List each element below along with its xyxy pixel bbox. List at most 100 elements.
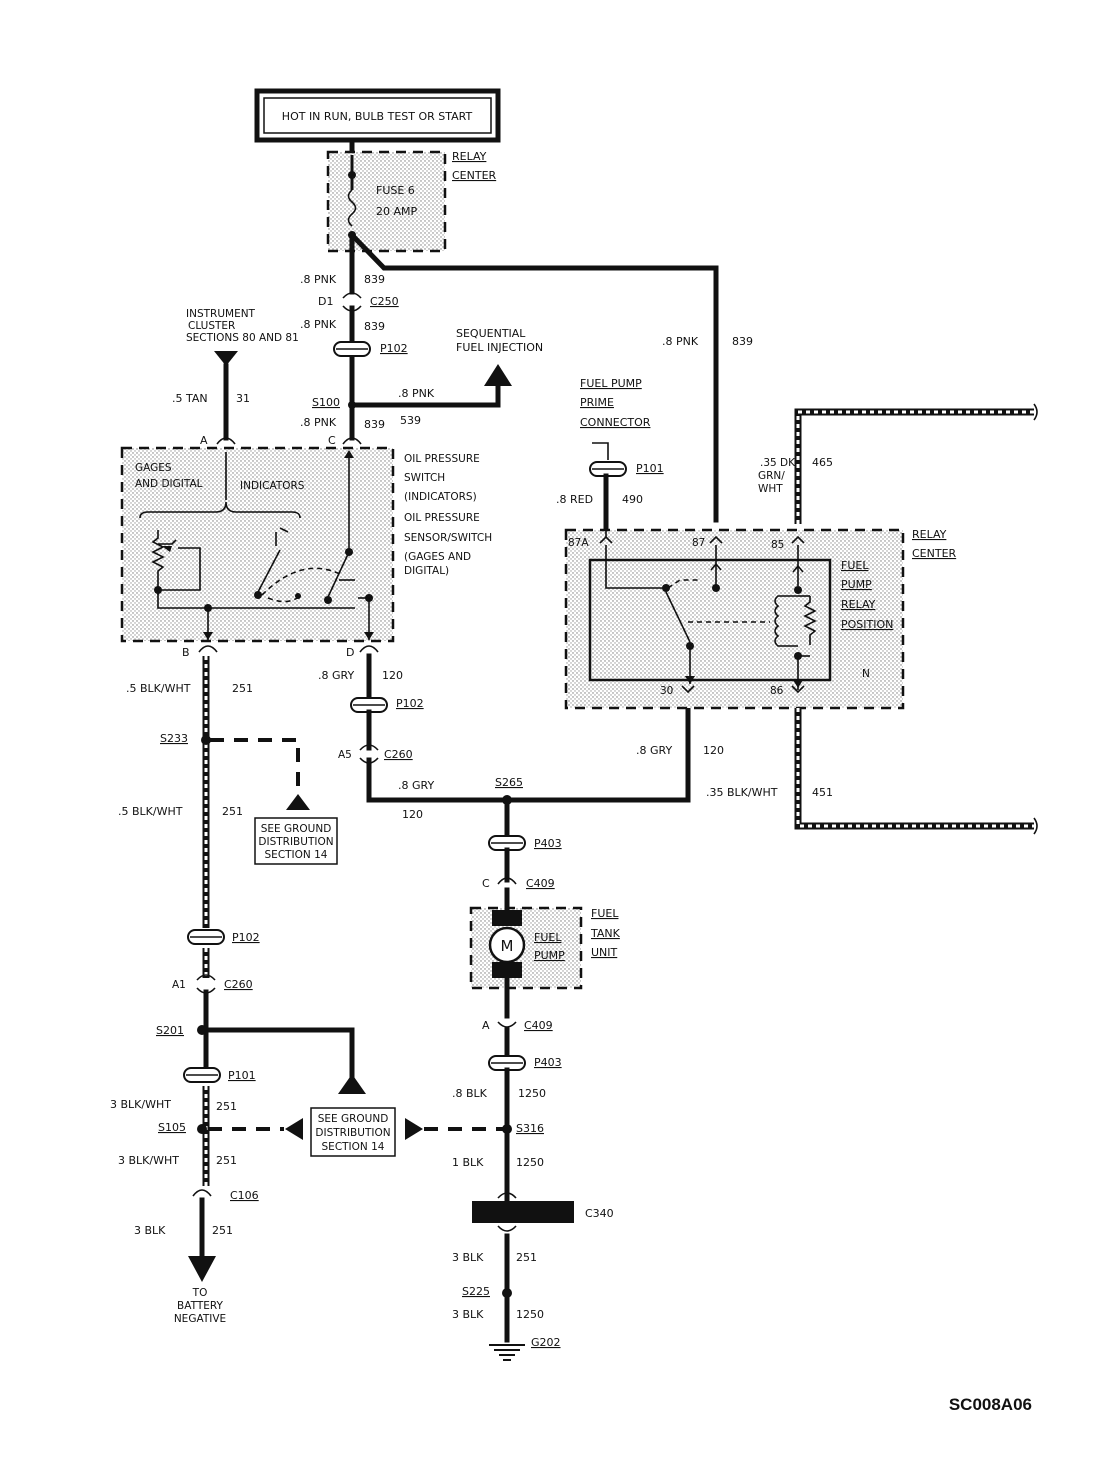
s105-label: S105 [158, 1121, 186, 1134]
fuel-pump-motor-icon [488, 926, 526, 964]
connector-c260-low [196, 974, 216, 981]
connector-c250: D1 C250 [318, 292, 399, 312]
connector-p102-low: P102 [187, 929, 260, 945]
pin-87a-label: 87A [568, 537, 589, 549]
connector-c260-mid [359, 744, 379, 751]
fuel-pump-label-2: PUMP [534, 949, 565, 962]
pin-n-label: N [862, 668, 870, 680]
s265-label: S265 [495, 776, 523, 789]
instrument-label-2: CLUSTER [188, 320, 235, 332]
ops-label-5: SENSOR/SWITCH [404, 532, 492, 544]
pin-c-label: C [328, 434, 336, 447]
p102-label: P102 [396, 697, 424, 710]
arrow-up-icon [484, 364, 512, 386]
wire-label-circuit: 120 [382, 669, 403, 682]
resistor-icon [151, 530, 165, 595]
wire-label-circuit: 1250 [518, 1087, 546, 1100]
battery-label-2: BATTERY [177, 1300, 223, 1312]
wire-label-circuit: 251 [216, 1154, 237, 1167]
pin-b-label: B [182, 646, 190, 659]
s316-label: S316 [516, 1122, 544, 1135]
fpr-label-2: PUMP [841, 578, 872, 591]
wire-label-size: .8 PNK [300, 273, 337, 286]
pin-a-connector [216, 437, 236, 445]
connector-c260-low-b [196, 987, 216, 994]
pin-87-label: 87 [692, 537, 705, 549]
pin-b-connector [198, 645, 218, 653]
ground-note-2-line-2: DISTRIBUTION [315, 1127, 390, 1139]
fuse-name: FUSE 6 [376, 184, 415, 197]
s225-label: S225 [462, 1285, 490, 1298]
fuel-tank-unit-box: M FUEL PUMP [469, 887, 583, 1019]
ops-label-1: OIL PRESSURE [404, 453, 480, 465]
fuse-rating: 20 AMP [376, 205, 418, 218]
battery-label-3: NEGATIVE [174, 1313, 226, 1325]
connector-p101-prime: P101 [589, 461, 664, 477]
ops-label-2: SWITCH [404, 472, 445, 484]
wire-label-size: .8 PNK [398, 387, 435, 400]
relay-center-right-1: RELAY [912, 528, 947, 541]
wire-label-circuit: 451 [812, 786, 833, 799]
wire-label-circuit: 839 [364, 418, 385, 431]
wire-label-size: .8 PNK [662, 335, 699, 348]
s233-label: S233 [160, 732, 188, 745]
gages-label-1: GAGES [135, 462, 172, 474]
g202-label: G202 [531, 1336, 561, 1349]
motor-label: M [501, 937, 514, 955]
gages-label-2: AND DIGITAL [135, 478, 203, 490]
p403-label: P403 [534, 1056, 562, 1069]
prime-label-3: CONNECTOR [580, 416, 651, 429]
ground-note-1: SEE GROUND DISTRIBUTION SECTION 14 [254, 817, 338, 865]
arrow-left-icon [285, 1118, 303, 1140]
ground-note-2: SEE GROUND DISTRIBUTION SECTION 14 [310, 1107, 396, 1157]
wire-label-circuit: 839 [364, 320, 385, 333]
ftu-label-3: UNIT [591, 946, 618, 959]
wire-539 [349, 377, 501, 408]
connector-p403-low: P403 [488, 1055, 562, 1071]
instrument-label-1: INSTRUMENT [186, 308, 256, 320]
arrow-down-icon [188, 1256, 216, 1282]
splice-s316 [502, 1124, 512, 1134]
pin-c-connector [342, 437, 362, 445]
wire-label-size: 3 BLK/WHT [110, 1098, 171, 1111]
p102-label: P102 [380, 342, 408, 355]
ops-label-4: OIL PRESSURE [404, 512, 480, 524]
battery-label-1: TO [192, 1287, 208, 1299]
c409-label: C409 [524, 1019, 553, 1032]
fpr-label-4: POSITION [841, 618, 893, 631]
pin-a-label: A [200, 434, 208, 447]
splice-s233 [201, 735, 211, 745]
wire-label-circuit: 465 [812, 456, 833, 469]
wire-label-size: 3 BLK [452, 1308, 484, 1321]
ops-label-3: (INDICATORS) [404, 491, 477, 503]
splice-s225 [502, 1288, 512, 1298]
bracket [139, 501, 301, 519]
sfi-label-1: SEQUENTIAL [456, 327, 526, 340]
c250-label: C250 [370, 295, 399, 308]
connector-c340-block [472, 1201, 574, 1223]
pin-d-label: D [346, 646, 354, 659]
fpr-label-1: FUEL [841, 559, 869, 572]
pin-30-label: 30 [660, 685, 673, 697]
p403-label: P403 [534, 837, 562, 850]
fuse-node-top [348, 171, 356, 179]
wire-451 [794, 708, 1038, 835]
arrow-down-icon [214, 351, 238, 366]
fuse-6-icon [347, 189, 357, 227]
ftu-label-2: TANK [590, 927, 621, 940]
relay-center-label-1: RELAY [452, 150, 487, 163]
pin-d1: D1 [318, 295, 333, 308]
p101-label: P101 [228, 1069, 256, 1082]
power-source-text: HOT IN RUN, BULB TEST OR START [282, 110, 473, 123]
wire-label-size: .8 GRY [398, 779, 434, 792]
prime-label-1: FUEL PUMP [580, 377, 642, 390]
wire-label-circuit: 251 [212, 1224, 233, 1237]
pin-85-label: 85 [771, 539, 784, 551]
connector-p403-top: P403 [488, 835, 562, 851]
ground-note-1-line-3: SECTION 14 [265, 849, 328, 861]
gages-box: GAGES AND DIGITAL INDICATORS [120, 446, 395, 643]
wire-label-size: .8 BLK [452, 1087, 488, 1100]
wire-label-size: .5 BLK/WHT [118, 805, 183, 818]
instrument-label-3: SECTIONS 80 AND 81 [186, 332, 299, 344]
